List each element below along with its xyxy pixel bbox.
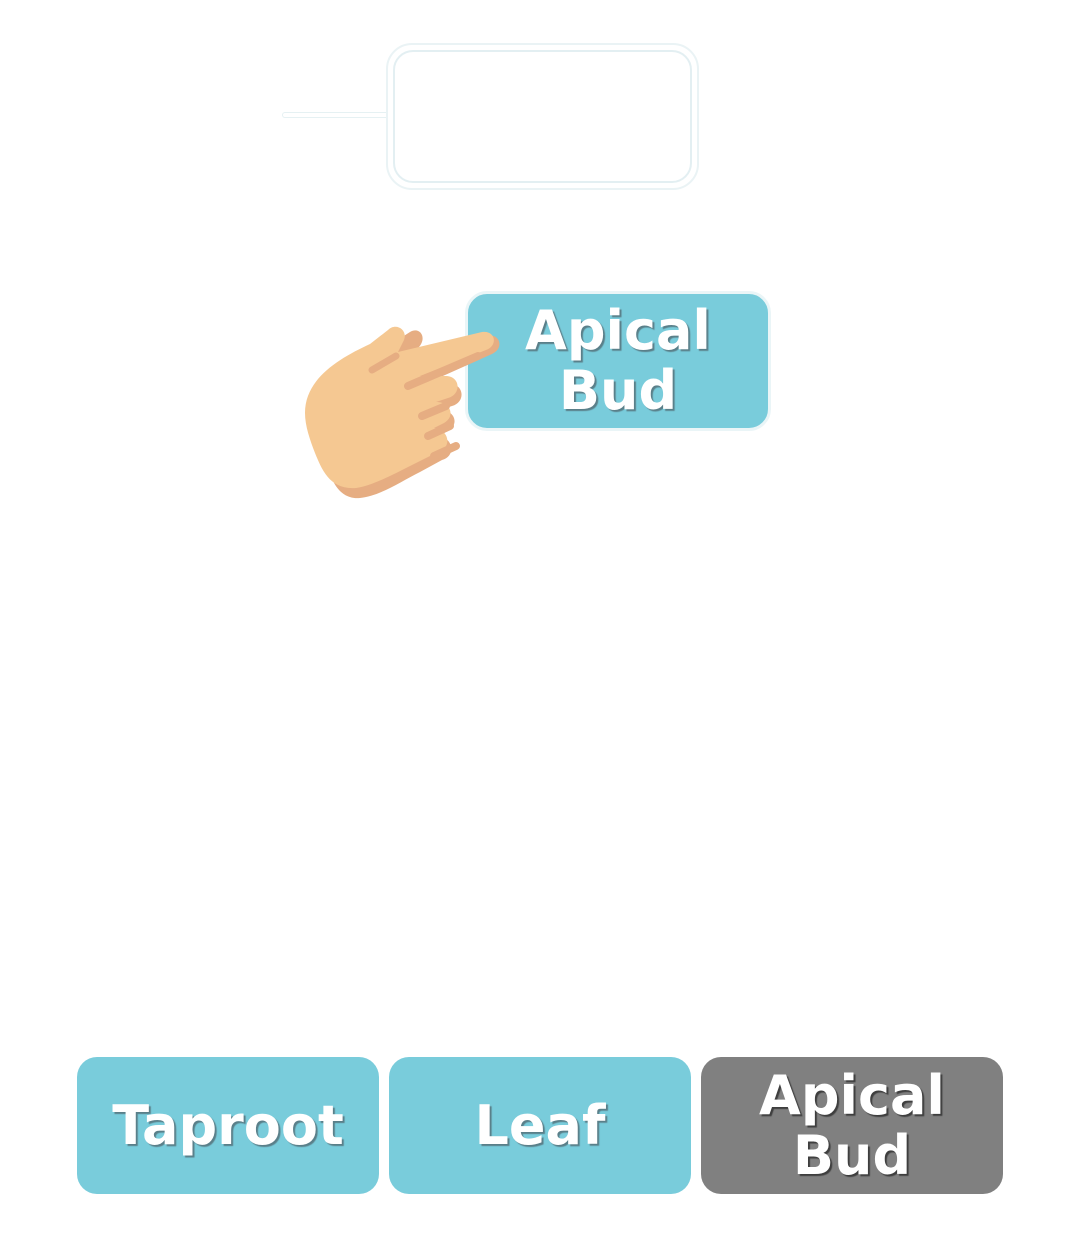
option-label: Apical Bud [759, 1063, 945, 1187]
option-label: Taproot [112, 1093, 344, 1157]
option-label: Leaf [474, 1093, 606, 1157]
connector-line [282, 112, 392, 118]
drop-zone-inner-border [393, 50, 692, 183]
pointing-hand-icon [305, 326, 500, 499]
answer-drop-zone[interactable] [386, 43, 699, 190]
answer-option-taproot[interactable]: Taproot [77, 1057, 379, 1194]
answer-option-apical-bud: Apical Bud [701, 1057, 1003, 1194]
dragged-answer-card[interactable]: Apical Bud [465, 291, 771, 431]
dragged-card-label: Apical Bud [525, 301, 711, 421]
dragged-card-label-line1: Apical [525, 299, 711, 362]
dragged-card-label-line2: Bud [558, 359, 678, 422]
answer-option-leaf[interactable]: Leaf [389, 1057, 691, 1194]
